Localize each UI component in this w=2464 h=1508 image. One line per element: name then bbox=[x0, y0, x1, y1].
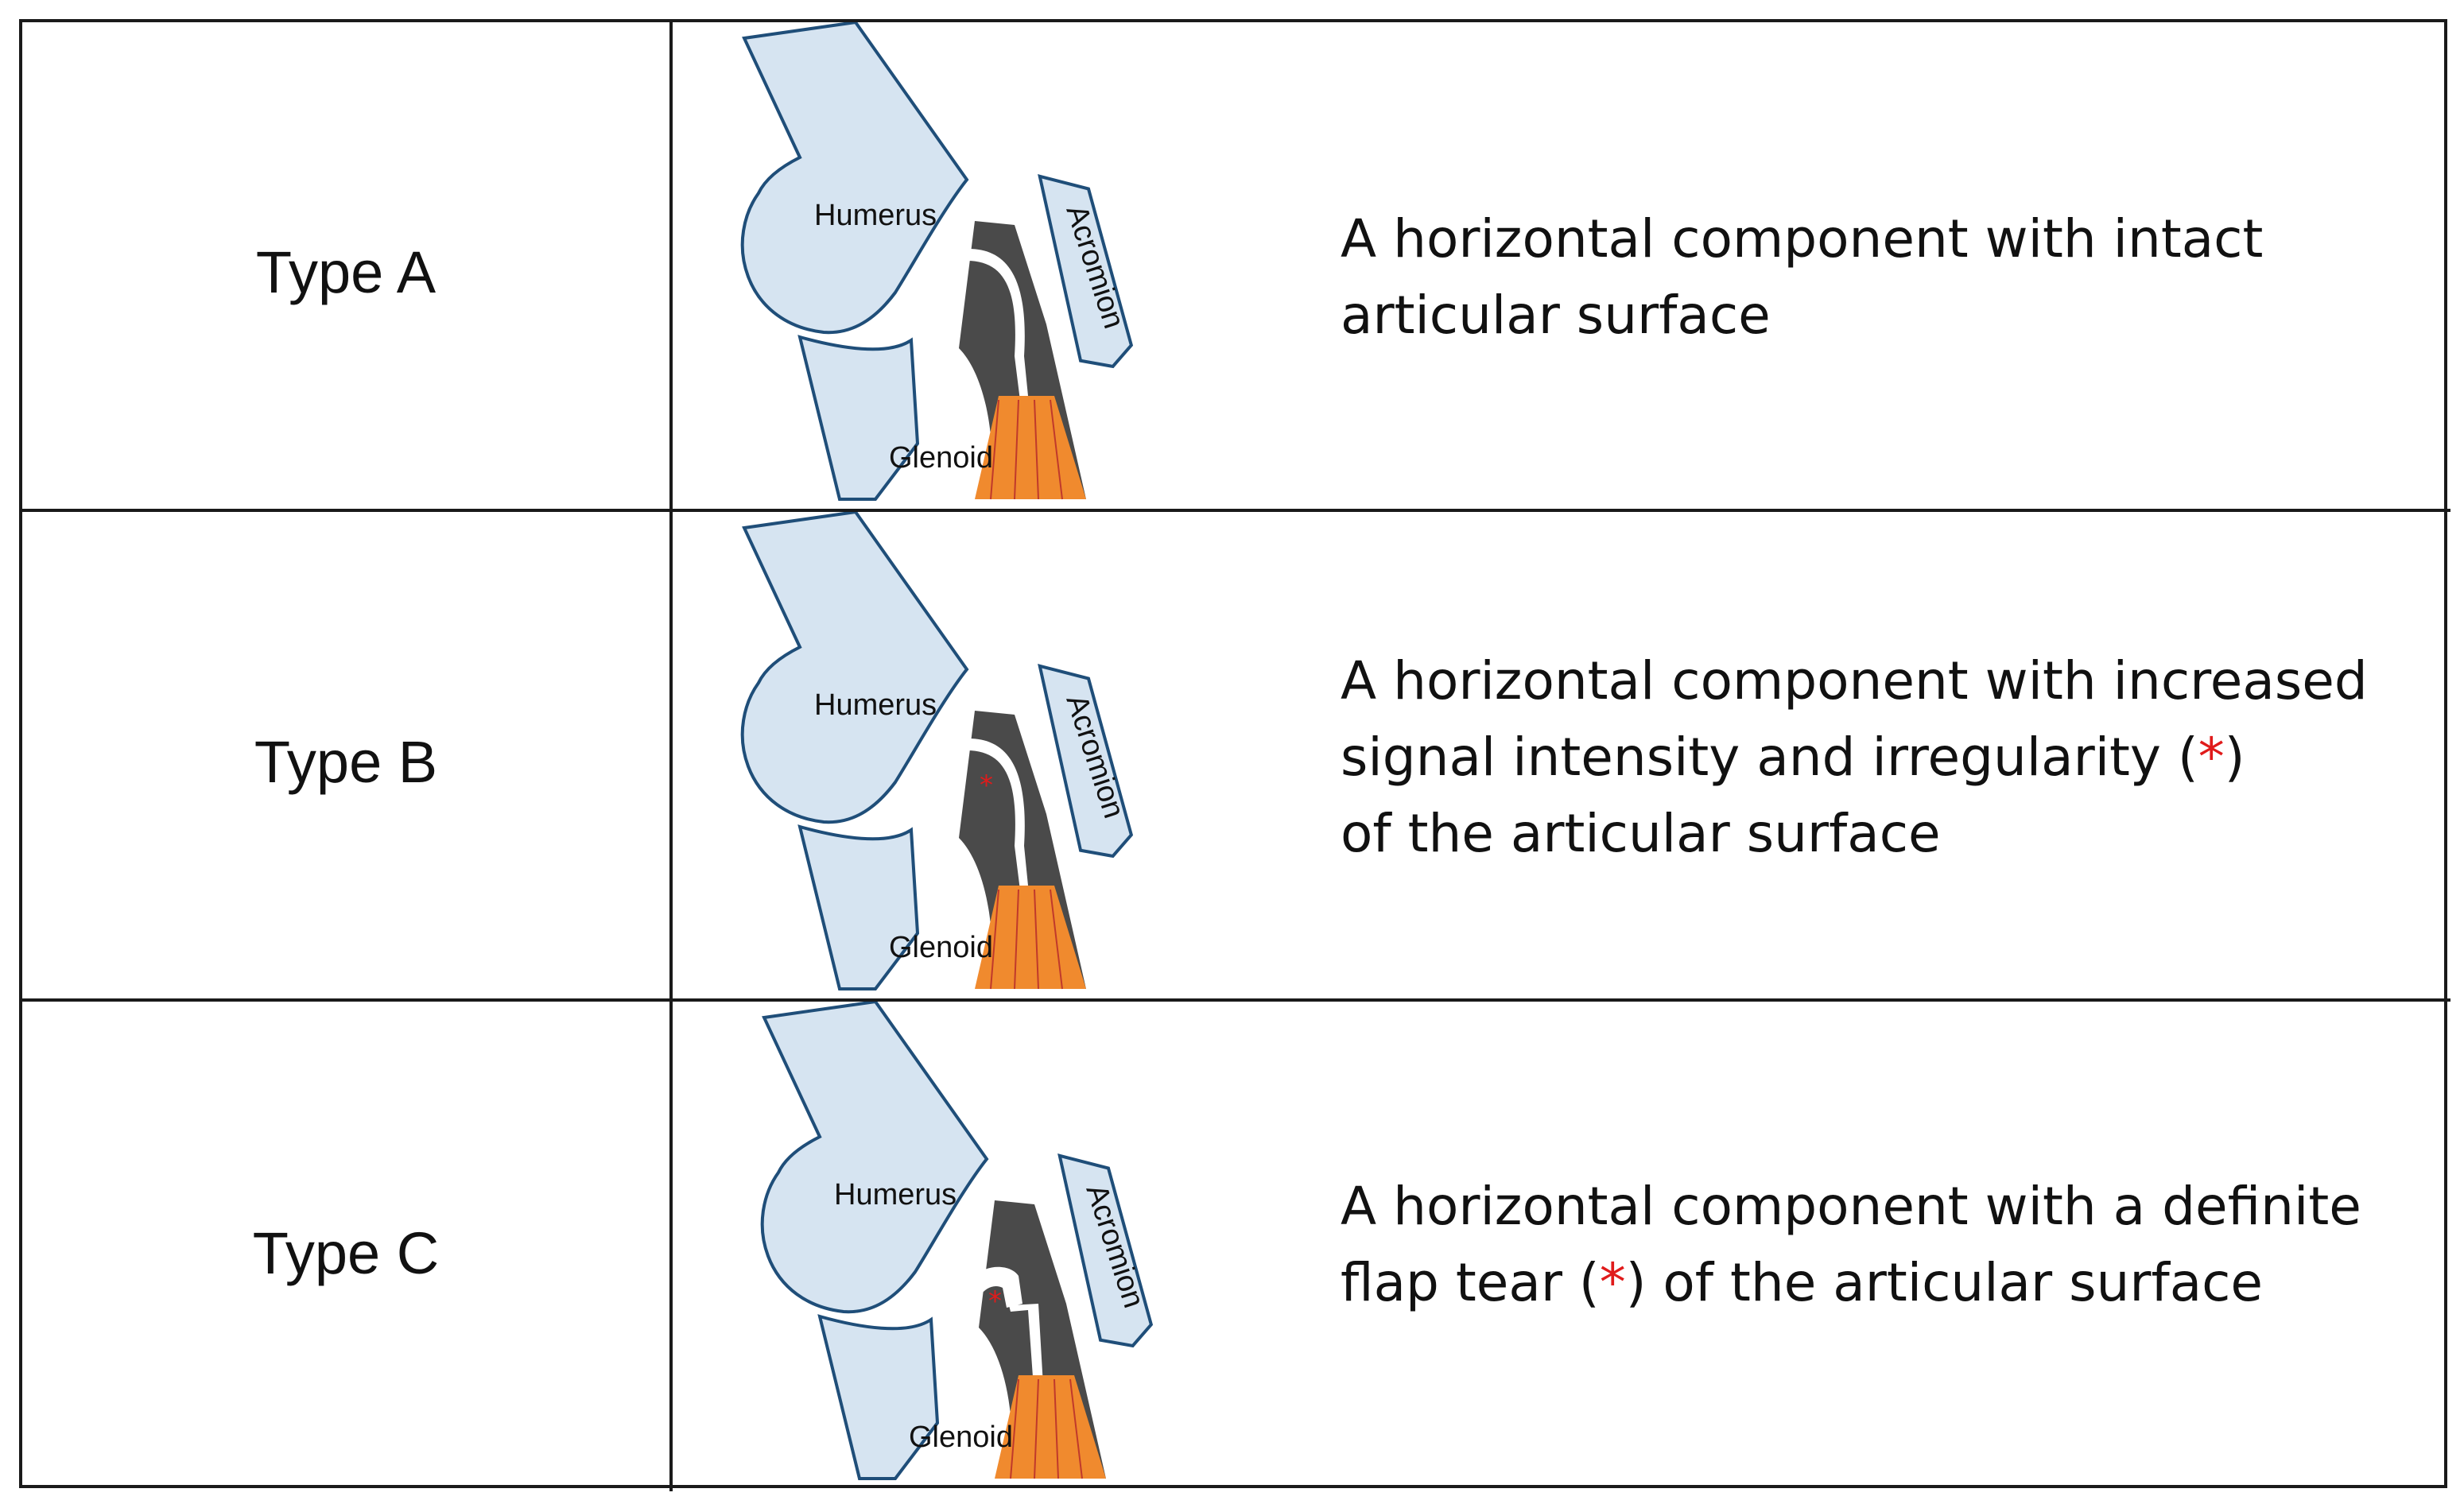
desc-line: A horizontal component with a definite bbox=[1341, 1176, 2361, 1237]
type-a-cell: Type A bbox=[22, 22, 673, 512]
desc-line: of the articular surface bbox=[1341, 803, 1941, 864]
muscle-line bbox=[1034, 1378, 1039, 1479]
muscle-line bbox=[1014, 399, 1019, 500]
type-b-label: Type B bbox=[254, 728, 438, 795]
shoulder-diagram-b: Humerus Glenoid Acromion * bbox=[740, 512, 1134, 990]
classification-table: Type A Humerus Glenoid Acromion A horizo… bbox=[19, 19, 2450, 1491]
muscle-line bbox=[1069, 1378, 1083, 1479]
muscle-line bbox=[990, 399, 999, 500]
desc-text: signal intensity and irregularity ( bbox=[1341, 727, 2198, 788]
acromion-shape bbox=[1057, 1153, 1154, 1348]
type-c-cell: Type C bbox=[22, 1002, 673, 1491]
flap-tear-gap bbox=[975, 1266, 1022, 1308]
type-a-content: Humerus Glenoid Acromion A horizontal co… bbox=[673, 22, 2450, 512]
type-c-label: Type C bbox=[252, 1219, 440, 1286]
type-b-cell: Type B bbox=[22, 512, 673, 1002]
glenoid-shape bbox=[817, 1314, 940, 1480]
type-c-description: A horizontal component with a definite f… bbox=[1341, 1169, 2419, 1321]
glenoid-label: Glenoid bbox=[909, 1421, 1013, 1454]
type-b-diagram: Humerus Glenoid Acromion * bbox=[712, 512, 1237, 995]
muscle-line bbox=[1050, 399, 1063, 500]
type-a-diagram: Humerus Glenoid Acromion bbox=[712, 22, 1237, 506]
muscle-line bbox=[1014, 889, 1019, 990]
desc-line: signal intensity and irregularity (*) bbox=[1341, 719, 2419, 796]
irregularity-marker: * bbox=[980, 770, 993, 801]
muscle-line bbox=[1050, 889, 1063, 990]
tendon-highlight bbox=[967, 249, 1030, 420]
muscle-shape bbox=[975, 396, 1086, 499]
desc-line: A horizontal component with intact bbox=[1341, 208, 2264, 269]
humerus-shape bbox=[760, 1002, 989, 1314]
type-c-diagram: Humerus Glenoid Acromion * bbox=[712, 1002, 1237, 1485]
desc-line: articular surface bbox=[1341, 285, 1771, 346]
muscle-line bbox=[1010, 1378, 1019, 1479]
flap-tear-marker: * bbox=[988, 1285, 1002, 1317]
asterisk-marker: * bbox=[2198, 727, 2225, 788]
muscle-line bbox=[1034, 399, 1039, 500]
muscle-line bbox=[1034, 889, 1039, 990]
muscle-line bbox=[1054, 1378, 1059, 1479]
desc-line: A horizontal component with increased bbox=[1341, 650, 2368, 711]
glenoid-label: Glenoid bbox=[889, 441, 993, 475]
muscle-line bbox=[990, 889, 999, 990]
acromion-shape bbox=[1038, 664, 1134, 859]
humerus-shape bbox=[740, 22, 969, 335]
humerus-label: Humerus bbox=[814, 688, 937, 722]
shoulder-diagram-a: Humerus Glenoid Acromion bbox=[740, 22, 1134, 501]
glenoid-shape bbox=[797, 824, 920, 990]
shoulder-diagram-c: Humerus Glenoid Acromion * bbox=[760, 1002, 1154, 1480]
type-b-description: A horizontal component with increased si… bbox=[1341, 643, 2419, 872]
humerus-label: Humerus bbox=[834, 1178, 956, 1211]
desc-text: ) bbox=[2224, 727, 2245, 788]
type-a-description: A horizontal component with intact artic… bbox=[1341, 201, 2419, 354]
muscle-shape bbox=[975, 886, 1086, 989]
humerus-label: Humerus bbox=[814, 199, 937, 232]
type-a-label: Type A bbox=[255, 238, 437, 305]
desc-line: flap tear (*) of the articular surface bbox=[1341, 1245, 2419, 1321]
type-c-content: Humerus Glenoid Acromion * A horizontal … bbox=[673, 1002, 2450, 1491]
asterisk-marker: * bbox=[1599, 1252, 1626, 1313]
desc-text: flap tear ( bbox=[1341, 1252, 1600, 1313]
tendon-highlight bbox=[967, 738, 1030, 909]
type-b-content: Humerus Glenoid Acromion * A horizontal … bbox=[673, 512, 2450, 1002]
glenoid-label: Glenoid bbox=[889, 931, 993, 964]
desc-text: ) of the articular surface bbox=[1625, 1252, 2264, 1313]
glenoid-shape bbox=[797, 335, 920, 501]
acromion-shape bbox=[1038, 174, 1134, 369]
humerus-shape bbox=[740, 512, 969, 824]
muscle-shape bbox=[995, 1375, 1106, 1479]
